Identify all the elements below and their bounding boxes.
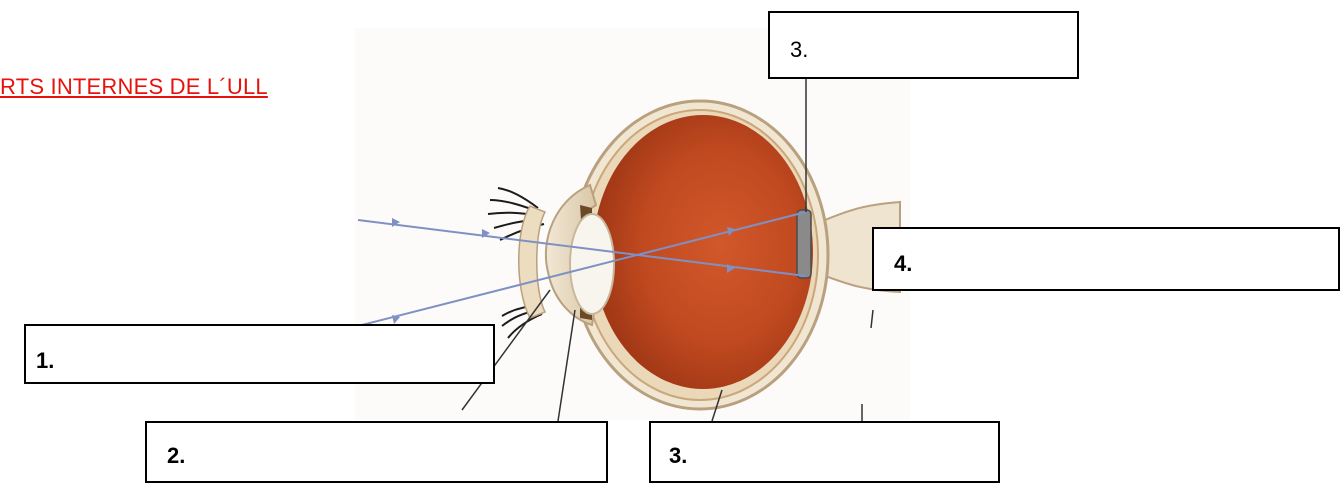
label-top-3-text: 3.	[790, 37, 808, 63]
label-box-2[interactable]: 2.	[145, 421, 608, 483]
label-box-1[interactable]: 1.	[24, 324, 495, 384]
label-box-top-3[interactable]: 3.	[768, 11, 1079, 79]
label-1-text: 1.	[36, 348, 54, 374]
label-2-text: 2.	[167, 443, 185, 469]
crystalline-lens	[570, 214, 614, 314]
label-box-4[interactable]: 4.	[872, 227, 1340, 291]
retina-detail	[797, 210, 811, 278]
label-box-3[interactable]: 3.	[649, 421, 1000, 483]
label-4-text: 4.	[894, 251, 912, 277]
label-3-text: 3.	[669, 443, 687, 469]
vitreous-body	[593, 115, 813, 389]
